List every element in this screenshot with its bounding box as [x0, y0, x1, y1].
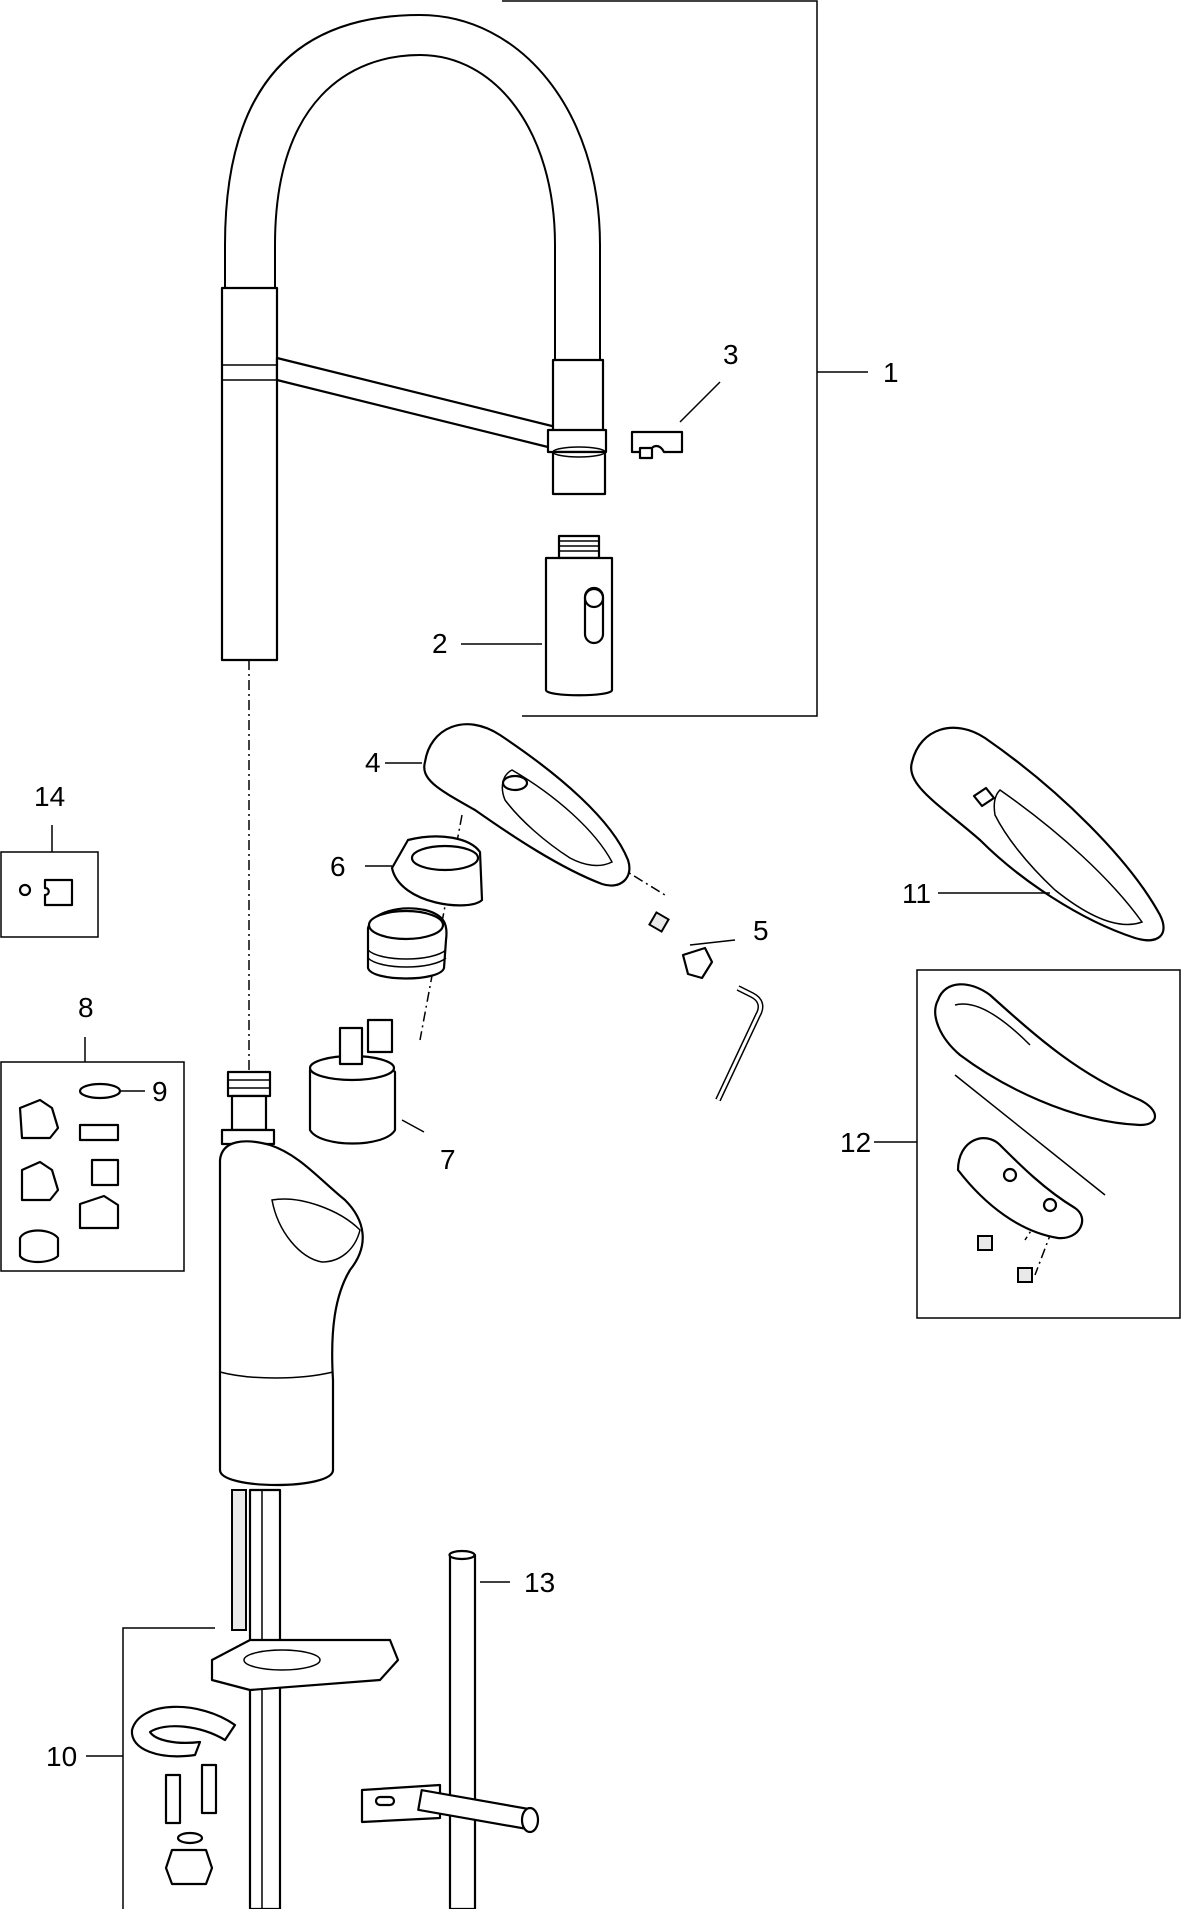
bonnet-nut	[366, 907, 448, 980]
hose-clip	[630, 430, 684, 460]
spout-hose-assembly	[220, 13, 608, 662]
label-part-10: 10	[46, 1741, 77, 1772]
label-part-8: 8	[78, 992, 94, 1023]
set-screw-and-cap	[648, 911, 714, 980]
part-number-labels: 1 2 3 4 5 6 7 8 9 10 11 12 13 14	[34, 339, 931, 1772]
label-part-1: 1	[883, 357, 899, 388]
kit-box-10	[122, 1627, 215, 1909]
hex-key	[715, 985, 764, 1102]
lever-plate-kit	[934, 983, 1157, 1283]
label-part-7: 7	[440, 1144, 456, 1175]
spray-head	[544, 534, 614, 697]
callout-leaders	[51, 381, 1050, 1757]
o-ring	[78, 1082, 122, 1100]
label-part-14: 14	[34, 781, 65, 812]
clip-assortment	[18, 1098, 120, 1264]
spout-assembly-bracket	[502, 0, 868, 717]
label-part-5: 5	[753, 915, 769, 946]
cap-ring	[390, 835, 484, 907]
label-part-2: 2	[432, 628, 448, 659]
supply-lines	[231, 1488, 282, 1909]
label-part-13: 13	[524, 1567, 555, 1598]
cartridge	[308, 1018, 425, 1145]
label-part-11: 11	[902, 878, 931, 909]
label-part-4: 4	[365, 747, 381, 778]
alternate-lever-handle	[910, 726, 1165, 942]
label-part-3: 3	[723, 339, 739, 370]
kit-box-14	[0, 851, 99, 938]
faucet-body	[218, 1070, 364, 1487]
mounting-hardware	[130, 1705, 237, 1886]
kit-box-8	[0, 1061, 185, 1272]
label-part-6: 6	[330, 851, 346, 882]
mounting-rod	[360, 1549, 540, 1909]
kit-box-12	[916, 969, 1181, 1319]
lever-handle	[423, 723, 631, 887]
label-part-9: 9	[152, 1076, 168, 1107]
small-clip-kit	[18, 878, 74, 907]
label-part-12: 12	[840, 1127, 871, 1158]
mounting-plate	[210, 1638, 400, 1692]
